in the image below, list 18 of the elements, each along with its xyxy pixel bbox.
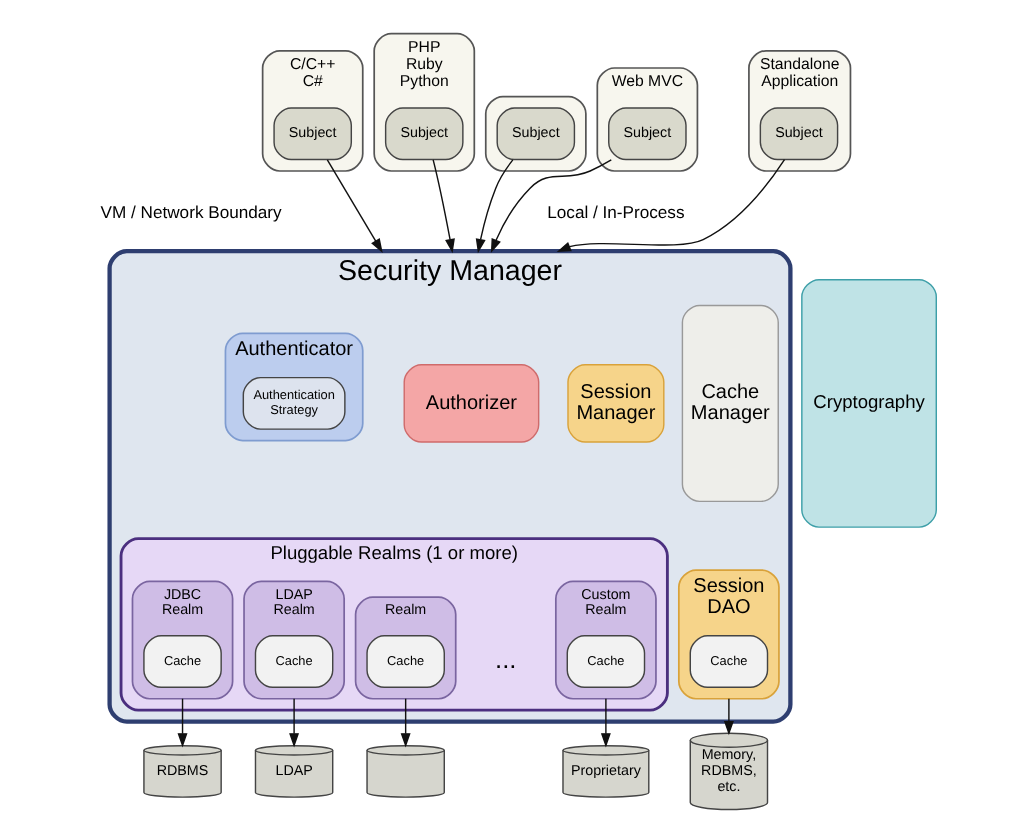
label: VM / Network Boundary: [100, 202, 282, 223]
arrow: [400, 698, 411, 748]
node-box: Authorizer: [403, 364, 540, 443]
arrow: [177, 698, 188, 748]
arrow: [556, 158, 786, 252]
label: ...: [495, 643, 517, 674]
node-box: Cache Manager: [681, 304, 779, 503]
arrow: [600, 698, 611, 748]
arrow: [326, 159, 383, 253]
node-box: Cryptography: [801, 278, 937, 528]
node-box: Session Manager: [567, 364, 665, 443]
cluster: [484, 95, 587, 172]
arrow: [289, 698, 300, 748]
label: Local / In-Process: [547, 202, 685, 223]
arrow: [432, 159, 455, 254]
arrow: [490, 159, 612, 254]
arrow: [475, 159, 514, 254]
arrow: [723, 698, 734, 736]
